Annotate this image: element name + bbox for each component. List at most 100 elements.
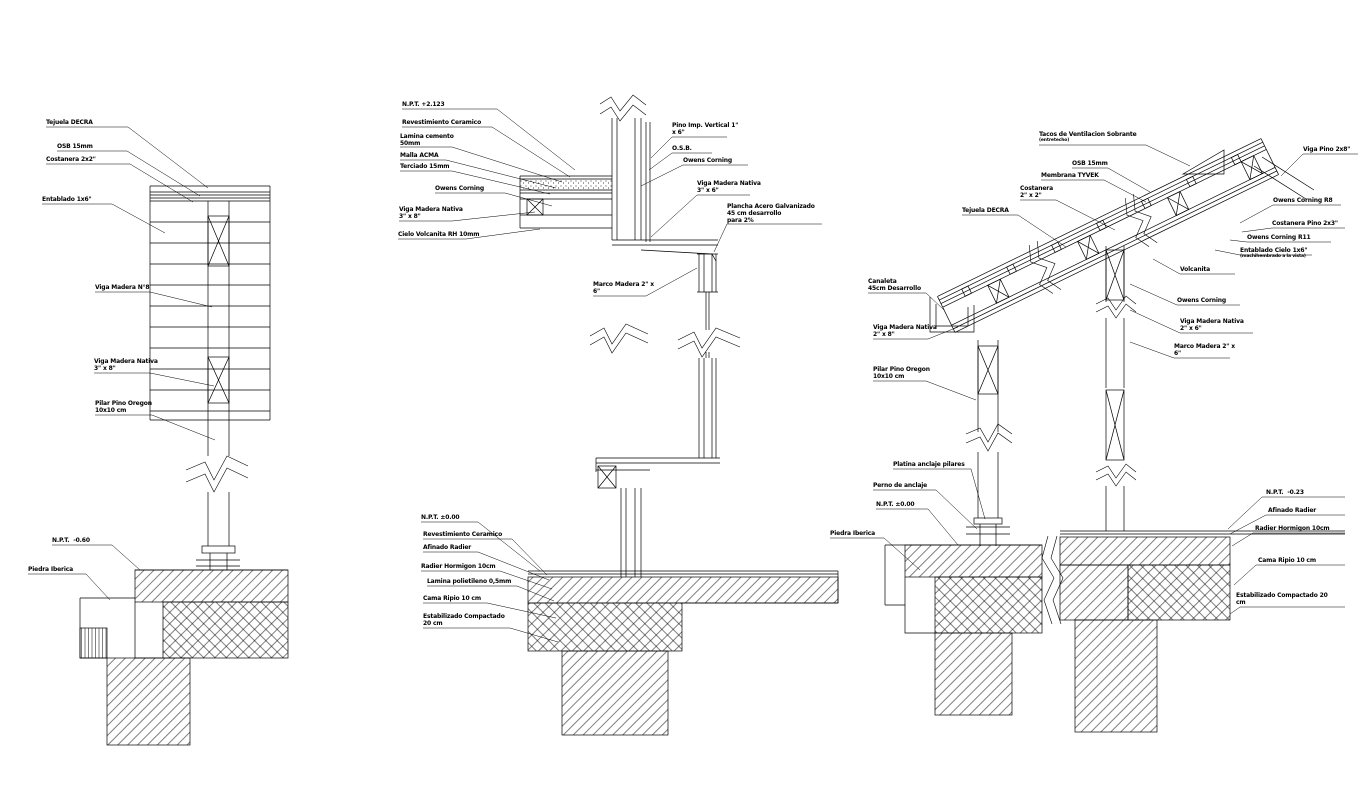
annotation-text: Revestimiento Ceramico [402, 119, 482, 126]
annotation-label: Viga Pino 2x8" [1303, 146, 1350, 153]
annotation-text: Viga Pino 2x8" [1303, 146, 1351, 153]
leader-line [46, 126, 209, 189]
leader-line [1229, 606, 1345, 615]
leader-line [52, 544, 141, 571]
annotation-label: N.P.T. ±0.00 [876, 501, 915, 508]
leader-line [423, 602, 557, 619]
leader-line [640, 164, 748, 187]
annotation-label: Revestimiento Ceramico [423, 531, 502, 538]
annotation-label: N.P.T. ±0.00 [421, 514, 460, 521]
annotation-text: Afinado Radier [423, 544, 472, 551]
leader-line [1039, 144, 1191, 167]
annotation-label: Piedra Iberica [830, 530, 875, 537]
annotation-text: Afinado Radier [1268, 507, 1317, 514]
annotation-text: Piedra Iberica [830, 530, 876, 537]
leader-line [962, 214, 1067, 248]
annotation-text: Volcanita [1180, 266, 1210, 273]
leader-line [650, 136, 727, 159]
annotation-label: Pilar Pino Oregon 10x10 cm [873, 366, 930, 380]
annotation-text: Entablado 1x6" [42, 196, 92, 203]
annotation-label: Marco Madera 2" x 6" [593, 281, 654, 295]
annotation-text: Revestimiento Ceramico [423, 531, 503, 538]
leader-line [398, 228, 541, 240]
annotation-text: Radier Hormigon 10cm [421, 563, 496, 570]
annotation-text: OSB 15mm [57, 143, 93, 150]
leader-line [421, 570, 553, 590]
annotation-text: Viga Madera Nativa 3" x 8" [399, 206, 463, 220]
annotation-text: Lamina polietileno 0,5mm [427, 578, 512, 585]
annotation-label: Viga Madera Nativa 2" x 8" [873, 324, 937, 338]
leader-line [95, 414, 216, 441]
annotation-label: Viga Madera Nativa 3" x 6" [697, 180, 761, 194]
leader-line [57, 150, 201, 197]
annotation-text: Perno de anclaje [873, 482, 928, 489]
annotation-text: Terciado 15mm [400, 163, 450, 170]
annotation-label: Radier Hormigon 10cm [421, 563, 496, 570]
annotation-label: Cielo Volcanita RH 10mm [398, 231, 480, 238]
annotation-label: Costanera 2x2" [46, 156, 96, 163]
wall-section-drawing [79, 185, 289, 746]
annotation-label: Volcanita [1180, 266, 1210, 273]
leader-line [95, 291, 213, 308]
annotation-text: Costanera 2x2" [46, 156, 96, 163]
annotation-label: Estabilizado Compactado 20 cm [1236, 592, 1328, 606]
annotation-label: Revestimiento Ceramico [402, 119, 481, 126]
annotation-label: Cama Ripio 10 cm [1258, 557, 1316, 564]
leader-line [876, 508, 959, 546]
annotation-text: Owens Corning R8 [1273, 197, 1333, 204]
annotation-label: Entablado 1x6" [42, 196, 92, 203]
annotation-text: OSB 15mm [1072, 160, 1108, 167]
leader-line [1072, 167, 1151, 193]
leader-line [400, 170, 551, 195]
leader-line [873, 326, 959, 340]
annotation-text: Lamina cemento 50mm [400, 133, 454, 147]
annotation-label: Membrana TYVEK [1041, 172, 1099, 179]
annotation-label: Entablado Cielo 1x6"(machihembrado a la … [1240, 247, 1307, 259]
annotation-text: Tacos de Ventilacion Sobrante [1039, 131, 1137, 138]
leader-line [830, 537, 921, 571]
annotation-label: Viga Madera Nativa 3" x 8" [94, 358, 158, 372]
annotation-text: Marco Madera 2" x 6" [593, 281, 654, 295]
annotation-text: Tejuela DECRA [46, 119, 93, 126]
leader-line [402, 126, 571, 178]
annotation-label: Pino Imp. Vertical 1" x 6" [672, 122, 738, 136]
annotation-text: Estabilizado Compactado 20 cm [423, 613, 505, 627]
annotation-label: Afinado Radier [1268, 507, 1316, 514]
annotation-label: Owens Corning [1177, 297, 1226, 304]
annotation-text: Viga Madera Nativa 2" x 8" [873, 324, 937, 338]
annotation-label: Viga Madera Nativa 2" x 6" [1180, 318, 1244, 332]
annotation-text: Tejuela DECRA [962, 207, 1009, 214]
annotation-text: Cielo Volcanita RH 10mm [398, 231, 480, 238]
annotation-text: Costanera Pino 2x3" [1272, 220, 1338, 227]
annotation-label: Radier Hormigon 10cm [1255, 525, 1330, 532]
leader-line [1129, 309, 1253, 334]
annotation-label: Malla ACMA [400, 152, 439, 159]
leader-line [1239, 204, 1341, 224]
annotation-label: Piedra Iberica [28, 566, 73, 573]
leader-line [1241, 227, 1345, 233]
annotation-text: Owens Corning [1177, 297, 1227, 304]
annotation-text: Entablado Cielo 1x6" [1240, 247, 1308, 254]
leader-line [427, 585, 555, 602]
leader-line [648, 152, 712, 171]
annotation-label: Costanera Pino 2x3" [1272, 220, 1338, 227]
leader-line [1280, 153, 1358, 177]
annotation-subtext: (entretecho) [1039, 138, 1070, 143]
annotation-text: Malla ACMA [400, 152, 439, 159]
annotation-text: N.P.T. +2.123 [402, 101, 445, 108]
leader-line [42, 203, 166, 234]
annotation-label: Estabilizado Compactado 20 cm [423, 613, 505, 627]
leader-line [873, 489, 978, 530]
annotation-text: Pilar Pino Oregon 10x10 cm [95, 400, 152, 414]
leader-line [423, 627, 559, 643]
annotation-label: Canaleta 45cm Desarrollo [868, 278, 921, 292]
annotation-label: N.P.T. -0.23 [1266, 489, 1304, 496]
eave-window-sill-drawing [519, 94, 839, 736]
annotation-text: Canaleta 45cm Desarrollo [868, 278, 921, 292]
annotation-text: Plancha Acero Galvanizado 45 cm desarrol… [727, 203, 815, 224]
annotation-text: Owens Corning R11 [1247, 234, 1311, 241]
annotation-text: Viga Madera Nativa 2" x 6" [1180, 318, 1244, 332]
annotation-label: Perno de anclaje [873, 482, 927, 489]
